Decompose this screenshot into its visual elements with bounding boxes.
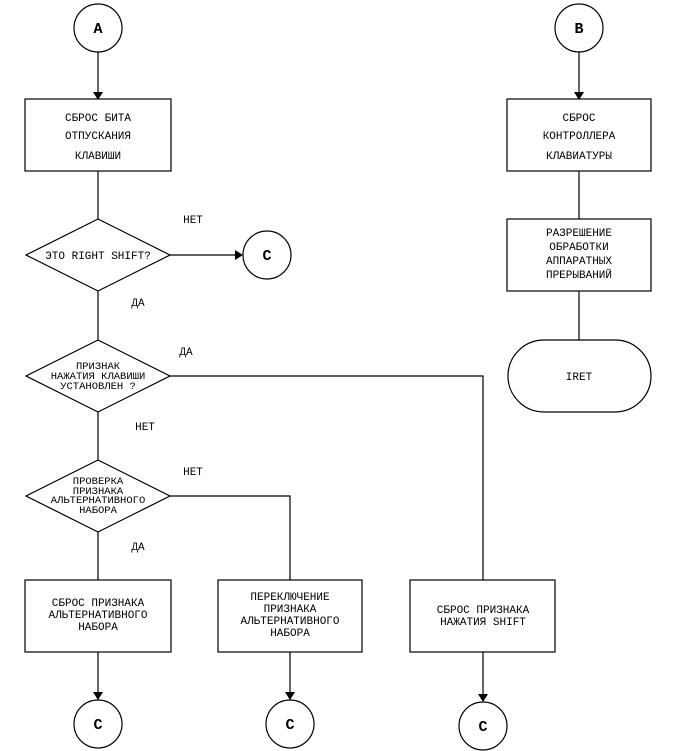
process-reset-alt-set-flag: СБРОС ПРИЗНАКА АЛЬТЕРНАТИВНОГО НАБОРА (24, 579, 172, 653)
node-text-line: ПРЕРЫВАНИЙ (546, 268, 612, 282)
node-text-line: ПРОВЕРКА (73, 476, 124, 488)
node-text-line: НАЖАТИЯ КЛАВИШИ (51, 371, 146, 383)
arrow-head (93, 692, 103, 700)
connector-c-bottom-1: C (73, 699, 123, 749)
edge-pressflag-yes-to-reset-shift (170, 375, 484, 580)
edge-label-yes: ДА (131, 298, 145, 310)
process-reset-release-bit: СБРОС БИТА ОТПУСКАНИЯ КЛАВИШИ (24, 98, 172, 172)
node-text-line: НАБОРА (79, 505, 118, 517)
node-text-line: СБРОС БИТА (65, 113, 131, 125)
connector-label: C (478, 719, 487, 736)
node-text-line: КЛАВИШИ (75, 151, 121, 163)
node-text-line: ПРИЗНАК (76, 361, 121, 373)
connector-a: A (73, 3, 123, 53)
edge-altcheck-no-to-toggle (170, 495, 291, 580)
node-text-line: АЛЬТЕРНАТИВНОГО (51, 495, 146, 507)
connector-label: A (93, 21, 102, 38)
process-box (506, 218, 652, 292)
node-text-line: АЛЬТЕРНАТИВНОГО (240, 616, 339, 628)
process-reset-shift-press-flag: СБРОС ПРИЗНАКА НАЖАТИЯ SHIFT (409, 579, 556, 653)
node-text-line: ПРИЗНАКА (264, 604, 317, 616)
process-toggle-alt-set-flag: ПЕРЕКЛЮЧЕНИЕ ПРИЗНАКА АЛЬТЕРНАТИВНОГО НА… (217, 579, 363, 653)
node-text-line: АППАРАТНЫХ (546, 256, 612, 268)
connector-circle (73, 699, 123, 749)
arrow-head (285, 692, 295, 700)
decision-is-right-shift: ЭТО RIGHT SHIFT? (24, 218, 172, 292)
node-text-line: НАБОРА (78, 622, 118, 634)
node-text-line: ПРИЗНАКА (73, 486, 124, 498)
process-box (506, 98, 652, 172)
node-text-line: СБРОС ПРИЗНАКА (52, 598, 145, 610)
connector-label: B (574, 21, 583, 38)
arrow-head (574, 92, 584, 100)
connector-c-bottom-2: C (265, 699, 315, 749)
node-text-line: СБРОС ПРИЗНАКА (437, 605, 530, 617)
connector-c-bottom-3: C (458, 701, 508, 751)
terminator-iret: IRET (507, 339, 652, 413)
node-text-line: НАБОРА (270, 628, 310, 640)
node-text-line: СБРОС (562, 113, 595, 125)
node-text-line: АЛЬТЕРНАТИВНОГО (48, 610, 147, 622)
arrow-head (93, 92, 103, 100)
edge-label-no: НЕТ (183, 215, 203, 227)
node-text-line: РАЗРЕШЕНИЕ (546, 228, 612, 240)
decision-check-alt-set-flag: ПРОВЕРКА ПРИЗНАКА АЛЬТЕРНАТИВНОГО НАБОРА (24, 459, 172, 533)
process-box (409, 579, 556, 653)
edge-label-no: НЕТ (135, 422, 155, 434)
node-text-line: ЭТО RIGHT SHIFT? (45, 251, 151, 263)
edge-label-yes: ДА (131, 542, 145, 554)
node-text-line: IRET (566, 372, 593, 384)
node-text-line: ПЕРЕКЛЮЧЕНИЕ (250, 592, 330, 604)
connector-circle (242, 230, 292, 280)
node-text-line: ОТПУСКАНИЯ (65, 131, 131, 143)
connector-circle (265, 699, 315, 749)
process-reset-kbd-controller: СБРОС КОНТРОЛЛЕРА КЛАВИАТУРЫ (506, 98, 652, 172)
node-text-line: ОБРАБОТКИ (549, 242, 608, 254)
arrow-head (478, 694, 488, 702)
terminator-shape (507, 339, 652, 413)
edge-label-yes: ДА (179, 347, 193, 359)
process-box (217, 579, 363, 653)
node-text-line: НАЖАТИЯ SHIFT (440, 617, 526, 629)
decision-key-press-flag-set: ПРИЗНАК НАЖАТИЯ КЛАВИШИ УСТАНОВЛЕН ? (24, 339, 172, 413)
process-box (24, 98, 172, 172)
connector-label: C (285, 717, 294, 734)
connector-c-right-shift-no: C (242, 230, 292, 280)
node-text-line: КОНТРОЛЛЕРА (543, 131, 616, 143)
node-text-line: УСТАНОВЛЕН ? (60, 381, 136, 393)
process-enable-hw-interrupts: РАЗРЕШЕНИЕ ОБРАБОТКИ АППАРАТНЫХ ПРЕРЫВАН… (506, 218, 652, 292)
connector-label: C (262, 248, 271, 265)
edge-label-no: НЕТ (183, 467, 203, 479)
connector-b: B (554, 3, 604, 53)
arrow-head (235, 250, 243, 260)
connector-circle (458, 701, 508, 751)
connector-label: C (93, 717, 102, 734)
node-text-line: КЛАВИАТУРЫ (546, 151, 612, 163)
